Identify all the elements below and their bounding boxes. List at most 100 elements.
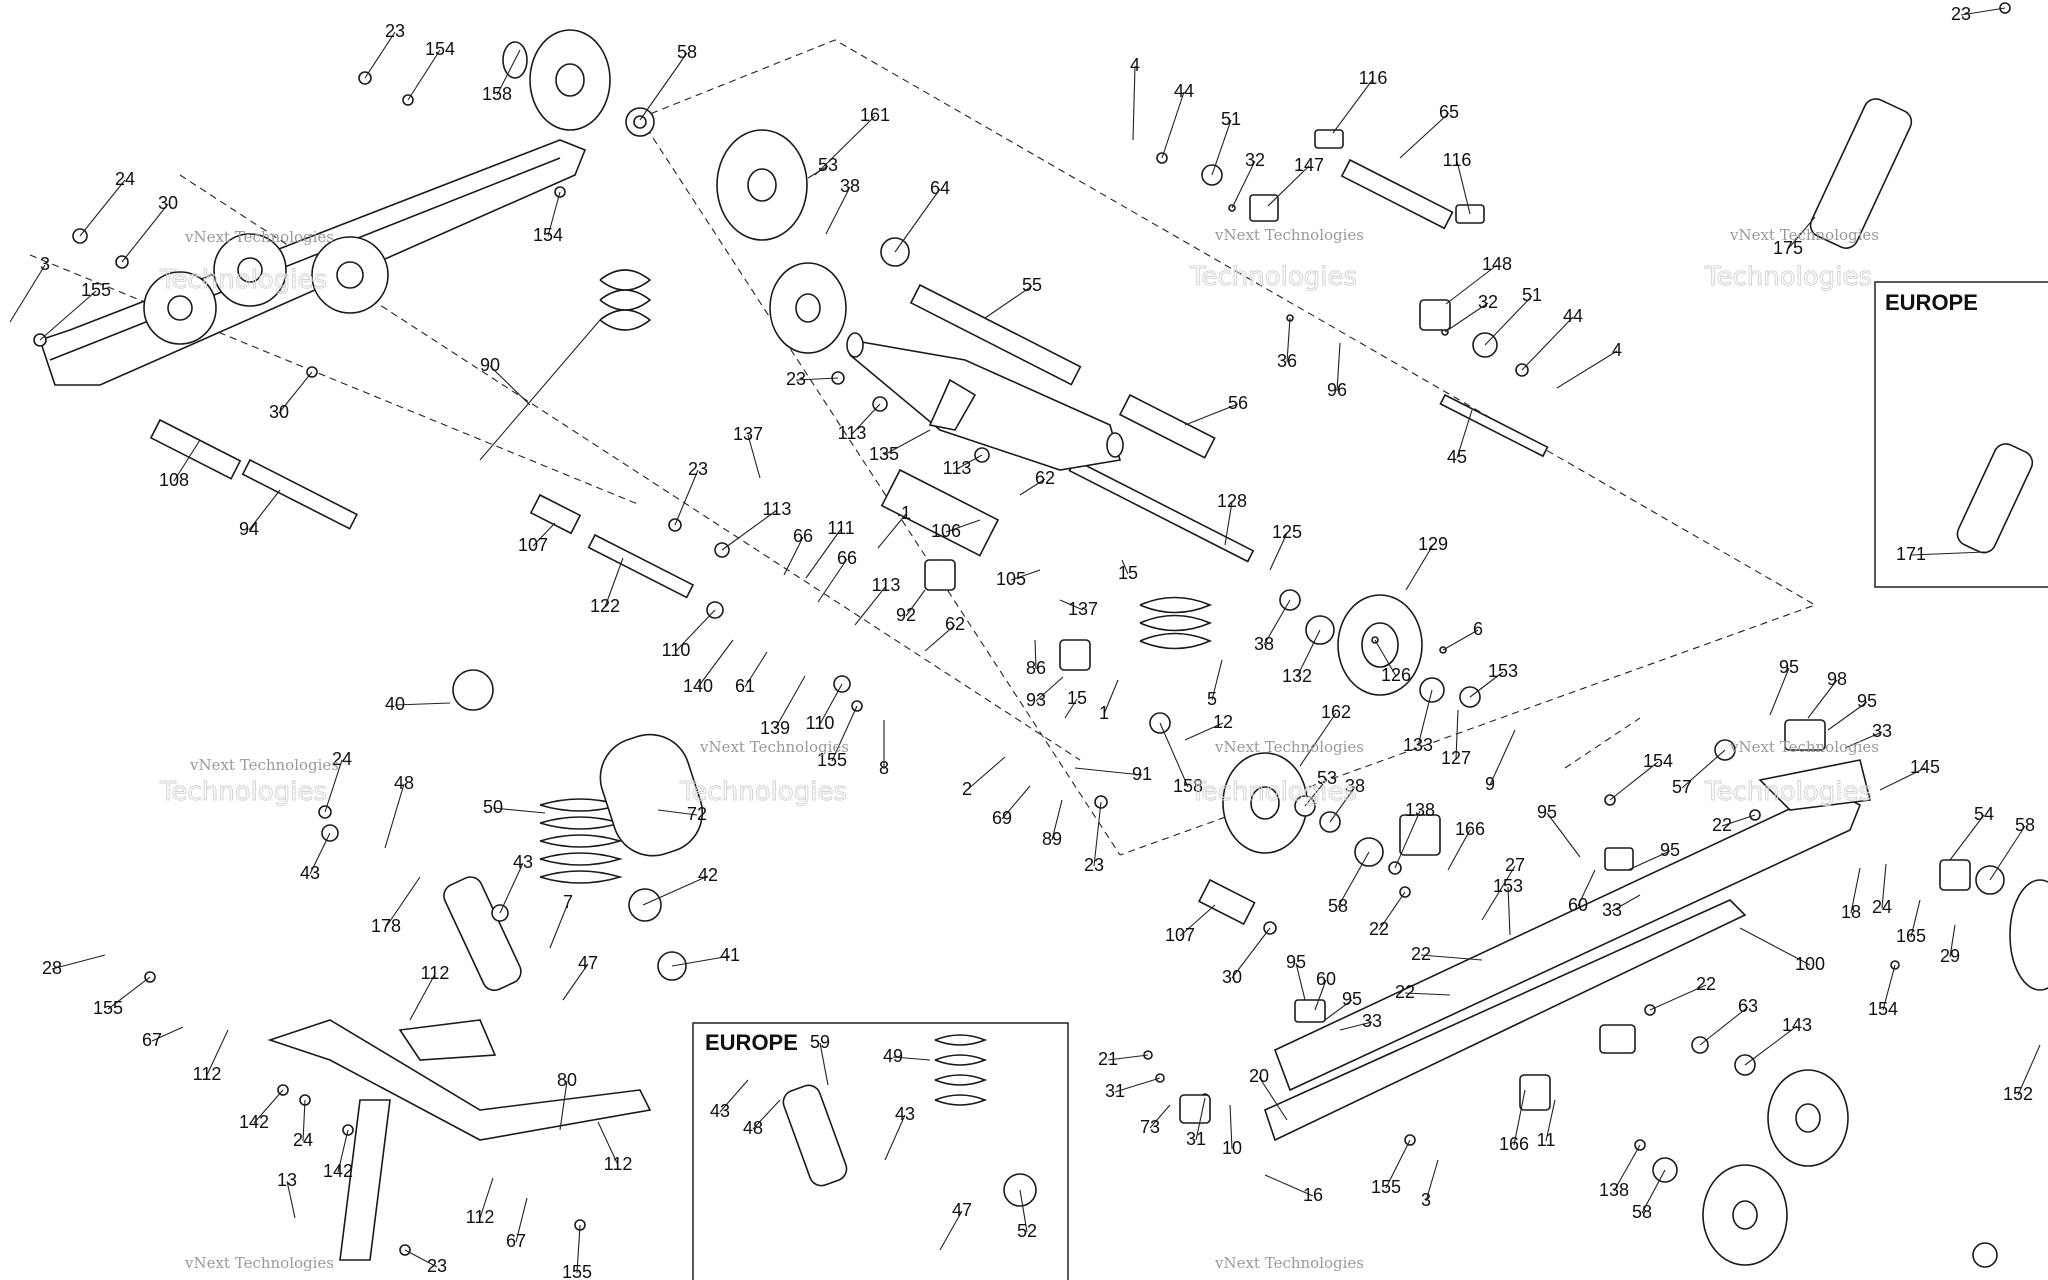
part-callout-132[interactable]: 132 (1282, 666, 1312, 686)
part-callout-73[interactable]: 73 (1140, 1117, 1160, 1137)
part-callout-161[interactable]: 161 (860, 105, 890, 125)
part-callout-89[interactable]: 89 (1042, 829, 1062, 849)
part-callout-91[interactable]: 91 (1132, 764, 1152, 784)
part-callout-41[interactable]: 41 (720, 945, 740, 965)
part-callout-90[interactable]: 90 (480, 355, 500, 375)
part-callout-153[interactable]: 153 (1488, 661, 1518, 681)
part-callout-28[interactable]: 28 (42, 958, 62, 978)
part-callout-49[interactable]: 49 (883, 1046, 903, 1066)
part-callout-11[interactable]: 11 (1537, 1130, 1556, 1150)
part-callout-155[interactable]: 155 (1371, 1177, 1401, 1197)
part-callout-154[interactable]: 154 (1868, 999, 1898, 1019)
part-callout-106[interactable]: 106 (931, 521, 961, 541)
part-callout-66[interactable]: 66 (793, 526, 813, 546)
part-callout-147[interactable]: 147 (1294, 155, 1324, 175)
part-callout-80[interactable]: 80 (557, 1070, 577, 1090)
part-callout-58[interactable]: 58 (677, 42, 697, 62)
part-callout-38[interactable]: 38 (1345, 776, 1365, 796)
part-callout-92[interactable]: 92 (896, 605, 916, 625)
part-callout-3[interactable]: 3 (40, 254, 50, 274)
part-callout-60[interactable]: 60 (1568, 895, 1588, 915)
part-callout-137[interactable]: 137 (733, 424, 763, 444)
part-callout-5[interactable]: 5 (1207, 689, 1217, 709)
part-callout-105[interactable]: 105 (996, 569, 1026, 589)
part-callout-3[interactable]: 3 (1421, 1190, 1431, 1210)
part-callout-22[interactable]: 22 (1712, 815, 1732, 835)
part-callout-128[interactable]: 128 (1217, 491, 1247, 511)
part-callout-22[interactable]: 22 (1411, 944, 1431, 964)
part-callout-142[interactable]: 142 (323, 1161, 353, 1181)
part-callout-129[interactable]: 129 (1418, 534, 1448, 554)
part-callout-175[interactable]: 175 (1773, 238, 1803, 258)
part-callout-48[interactable]: 48 (743, 1118, 763, 1138)
part-callout-116[interactable]: 116 (1443, 150, 1472, 170)
part-callout-166[interactable]: 166 (1455, 819, 1485, 839)
part-callout-47[interactable]: 47 (952, 1200, 972, 1220)
part-callout-133[interactable]: 133 (1403, 735, 1433, 755)
part-callout-52[interactable]: 52 (1017, 1221, 1037, 1241)
part-callout-23[interactable]: 23 (427, 1256, 447, 1276)
part-callout-112[interactable]: 112 (421, 963, 450, 983)
part-callout-4[interactable]: 4 (1612, 340, 1622, 360)
part-callout-116[interactable]: 116 (1359, 68, 1388, 88)
part-callout-23[interactable]: 23 (786, 369, 806, 389)
part-callout-65[interactable]: 65 (1439, 102, 1459, 122)
part-callout-24[interactable]: 24 (1872, 897, 1892, 917)
part-callout-110[interactable]: 110 (806, 713, 835, 733)
part-callout-31[interactable]: 31 (1186, 1129, 1206, 1149)
part-callout-22[interactable]: 22 (1395, 982, 1415, 1002)
part-callout-86[interactable]: 86 (1026, 658, 1046, 678)
part-callout-67[interactable]: 67 (506, 1231, 526, 1251)
part-callout-152[interactable]: 152 (2003, 1084, 2033, 1104)
part-callout-110[interactable]: 110 (662, 640, 691, 660)
part-callout-142[interactable]: 142 (239, 1112, 269, 1132)
part-callout-12[interactable]: 12 (1213, 712, 1233, 732)
part-callout-9[interactable]: 9 (1485, 774, 1495, 794)
part-callout-113[interactable]: 113 (838, 423, 867, 443)
part-callout-95[interactable]: 95 (1286, 952, 1306, 972)
part-callout-43[interactable]: 43 (710, 1101, 730, 1121)
part-callout-1[interactable]: 1 (901, 503, 911, 523)
part-callout-38[interactable]: 38 (1254, 634, 1274, 654)
part-callout-23[interactable]: 23 (688, 459, 708, 479)
part-callout-154[interactable]: 154 (425, 39, 455, 59)
part-callout-29[interactable]: 29 (1940, 946, 1960, 966)
part-callout-95[interactable]: 95 (1779, 657, 1799, 677)
part-callout-23[interactable]: 23 (1084, 855, 1104, 875)
part-callout-108[interactable]: 108 (159, 470, 189, 490)
part-callout-64[interactable]: 64 (930, 178, 950, 198)
part-callout-158[interactable]: 158 (1173, 776, 1203, 796)
part-callout-50[interactable]: 50 (483, 797, 503, 817)
part-callout-6[interactable]: 6 (1473, 619, 1483, 639)
part-callout-96[interactable]: 96 (1327, 380, 1347, 400)
part-callout-53[interactable]: 53 (1317, 768, 1337, 788)
part-callout-178[interactable]: 178 (371, 916, 401, 936)
part-callout-7[interactable]: 7 (563, 892, 573, 912)
part-callout-107[interactable]: 107 (518, 535, 548, 555)
part-callout-95[interactable]: 95 (1857, 691, 1877, 711)
part-callout-137[interactable]: 137 (1068, 599, 1098, 619)
part-callout-48[interactable]: 48 (394, 773, 414, 793)
part-callout-138[interactable]: 138 (1405, 800, 1435, 820)
part-callout-112[interactable]: 112 (466, 1207, 495, 1227)
part-callout-158[interactable]: 158 (482, 84, 512, 104)
part-callout-8[interactable]: 8 (879, 758, 889, 778)
part-callout-40[interactable]: 40 (385, 694, 405, 714)
part-callout-95[interactable]: 95 (1342, 989, 1362, 1009)
part-callout-22[interactable]: 22 (1369, 919, 1389, 939)
part-callout-1[interactable]: 1 (1099, 703, 1109, 723)
part-callout-55[interactable]: 55 (1022, 275, 1042, 295)
part-callout-24[interactable]: 24 (332, 749, 352, 769)
part-callout-62[interactable]: 62 (945, 614, 965, 634)
part-callout-32[interactable]: 32 (1245, 150, 1265, 170)
part-callout-98[interactable]: 98 (1827, 669, 1847, 689)
part-callout-166[interactable]: 166 (1499, 1134, 1529, 1154)
part-callout-95[interactable]: 95 (1537, 802, 1557, 822)
part-callout-10[interactable]: 10 (1222, 1138, 1242, 1158)
part-callout-143[interactable]: 143 (1782, 1015, 1812, 1035)
part-callout-23[interactable]: 23 (1951, 4, 1971, 24)
part-callout-20[interactable]: 20 (1249, 1066, 1269, 1086)
part-callout-153[interactable]: 153 (1493, 876, 1523, 896)
part-callout-62[interactable]: 62 (1035, 468, 1055, 488)
part-callout-33[interactable]: 33 (1362, 1011, 1382, 1031)
